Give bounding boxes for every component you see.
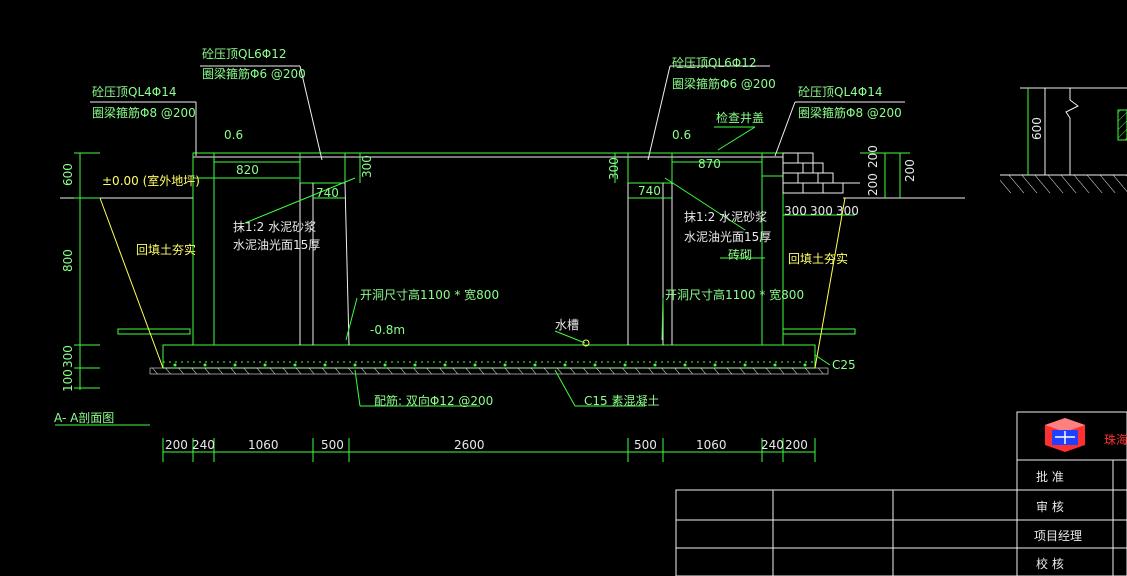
brick-stack <box>782 152 860 194</box>
bottom-dim-4: 500 <box>321 438 344 452</box>
inner-beam-left <box>299 152 346 184</box>
backfill-left-label: 回填土夯实 <box>136 242 196 257</box>
bottom-dim-5: 2600 <box>454 438 485 452</box>
brick-vdim-2: 200 <box>866 173 880 196</box>
brick-dim-1: 300 <box>784 204 807 218</box>
check-label: 校 核 <box>1036 556 1064 571</box>
annotations: 砼压顶QL4Φ14 圈梁箍筋Φ8 @200 砼压顶QL6Φ12 圈梁箍筋Φ6 @… <box>54 47 917 452</box>
detail-600: 600 <box>1030 117 1044 140</box>
right-ring-beam <box>761 152 784 177</box>
structure <box>60 152 965 375</box>
plaster-left-1: 抹1:2 水泥砂浆 <box>233 219 316 234</box>
company-logo-icon <box>1045 418 1085 452</box>
plaster-left-2: 水泥油光面15厚 <box>233 238 320 252</box>
vdim-800: 800 <box>61 249 75 272</box>
leader-lines <box>55 65 905 426</box>
dimension-lines <box>74 152 901 462</box>
bottom-dim-1: 200 <box>165 438 188 452</box>
trough-marker <box>582 339 590 347</box>
backfill-right-label: 回填土夯实 <box>788 251 848 266</box>
base-slab <box>162 344 816 369</box>
bottom-dim-6: 500 <box>634 438 657 452</box>
right-detail: 600 <box>1000 87 1127 193</box>
title-block: 珠海 批 准 审 核 项目经理 校 核 <box>1016 411 1127 576</box>
dim-870: 870 <box>698 157 721 171</box>
dim-300-right: 300 <box>607 157 621 180</box>
dim-740-right: 740 <box>638 184 661 198</box>
bottom-dim-8: 240 <box>761 438 784 452</box>
trough-label: 水槽 <box>555 318 579 332</box>
plaster-right-2: 水泥油光面15厚 <box>684 230 771 244</box>
brick-dim-3: 300 <box>836 204 859 218</box>
rebar-dots <box>173 363 807 367</box>
level-bottom-label: -0.8m <box>370 323 405 337</box>
plaster-right-1: 抹1:2 水泥砂浆 <box>684 209 767 224</box>
section-title: A- A剖面图 <box>54 411 114 425</box>
right-ql4-label: 砼压顶QL4Φ14 <box>798 85 882 99</box>
vdim-100: 100 <box>61 369 75 392</box>
dim-0-6-right: 0.6 <box>672 128 691 142</box>
left-ql6-label: 砼压顶QL6Φ12 <box>202 47 286 61</box>
approve-label: 批 准 <box>1036 469 1064 484</box>
left-ql6-stirrup-label: 圈梁箍筋Φ6 @200 <box>202 66 306 81</box>
rebar-label: 配筋: 双向Φ12 @200 <box>374 393 493 408</box>
vdim-600: 600 <box>61 163 75 186</box>
left-ring-beam <box>192 152 215 179</box>
brick-label: 砖砌 <box>728 247 752 262</box>
level-zero-label: ±0.00 (室外地坪) <box>102 173 200 188</box>
company-name: 珠海 <box>1104 432 1127 447</box>
opening-left-label: 开洞尺寸高1100 * 宽800 <box>360 287 499 302</box>
bottom-dim-3: 1060 <box>248 438 279 452</box>
right-ql4-stirrup-label: 圈梁箍筋Φ8 @200 <box>798 105 902 120</box>
inspection-cover-label: 检查井盖 <box>716 110 764 125</box>
project-manager-label: 项目经理 <box>1034 529 1082 543</box>
right-wall <box>761 175 784 346</box>
bottom-dim-9: 200 <box>785 438 808 452</box>
brick-vdim-1: 200 <box>866 145 880 168</box>
brick-dim-2: 300 <box>810 204 833 218</box>
review-label: 审 核 <box>1036 499 1064 514</box>
right-ql6-stirrup-label: 圈梁箍筋Φ6 @200 <box>672 76 776 91</box>
left-ql4-label: 砼压顶QL4Φ14 <box>92 85 176 99</box>
left-wall <box>192 177 215 346</box>
dim-820: 820 <box>236 163 259 177</box>
vdim-300: 300 <box>61 345 75 368</box>
right-ql6-label: 砼压顶QL6Φ12 <box>672 56 756 70</box>
dim-0-6-left: 0.6 <box>224 128 243 142</box>
brick-vdim-3: 200 <box>903 159 917 182</box>
plain-concrete-label: C15 素混凝土 <box>584 393 659 408</box>
dim-300-left: 300 <box>360 155 374 178</box>
opening-right-label: 开洞尺寸高1100 * 宽800 <box>665 287 804 302</box>
dim-740-left: 740 <box>316 186 339 200</box>
bottom-dim-2: 240 <box>192 438 215 452</box>
bottom-table <box>675 489 1018 576</box>
bottom-dim-7: 1060 <box>696 438 727 452</box>
left-ql4-stirrup-label: 圈梁箍筋Φ8 @200 <box>92 105 196 120</box>
plain-concrete-base <box>149 367 829 375</box>
concrete-grade-label: C25 <box>832 358 856 372</box>
